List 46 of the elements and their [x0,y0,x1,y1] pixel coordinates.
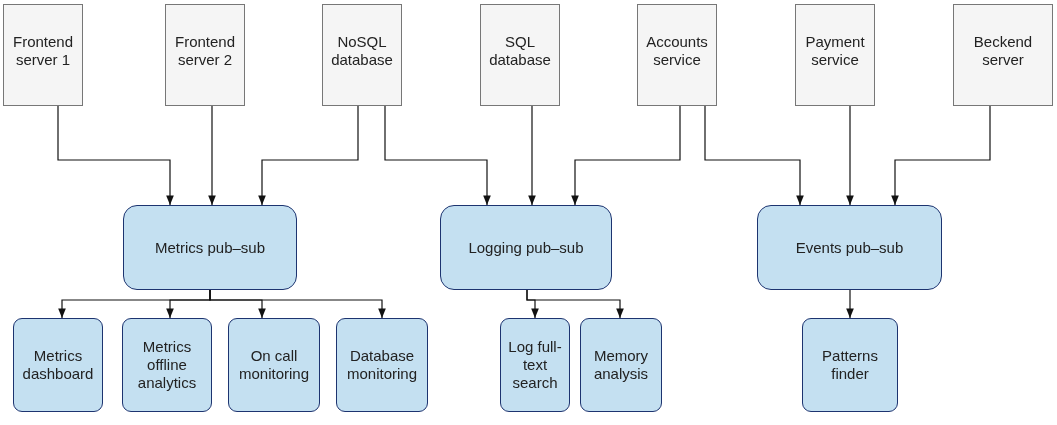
arrow [208,105,216,206]
consumer-box [122,318,212,412]
pub-sub-box [123,205,297,290]
source-box [953,4,1053,106]
node-label: Patterns finder [821,347,879,383]
arrow [846,105,854,206]
node-label: Accounts service [645,33,709,69]
source-box [480,4,560,106]
node-label: Metrics dashboard [21,347,95,383]
pub-sub-box [757,205,942,290]
source-box [165,4,245,106]
source-box [322,4,402,106]
arrow [891,105,991,206]
consumer-box [336,318,428,412]
consumer-box [13,318,103,412]
node-label: Frontend server 1 [11,33,74,69]
arrow [57,105,174,206]
node-label: Frontend server 2 [173,33,236,69]
consumer-box [228,318,320,412]
arrow [258,105,359,206]
node-label: Logging pub–sub [468,238,584,257]
consumer-box [500,318,570,412]
node-label: On call monitoring [237,347,310,383]
arrow [526,289,624,319]
node-label: Payment service [804,33,866,69]
source-box [637,4,717,106]
arrow [209,289,386,319]
source-box [795,4,875,106]
arrow [528,105,536,206]
arrow [384,105,491,206]
source-box [3,4,83,106]
node-label: SQL database [488,33,552,69]
pub-sub-box [440,205,612,290]
node-label: Log full-text search [507,338,563,392]
node-label: Memory analysis [592,347,650,383]
consumer-box [802,318,898,412]
node-label: Database monitoring [345,347,418,383]
arrow [571,105,681,206]
node-label: Metrics pub–sub [154,238,266,257]
node-label: Beckend server [972,33,1034,69]
arrow [846,289,854,319]
consumer-box [580,318,662,412]
node-label: Events pub–sub [795,238,904,257]
node-label: Metrics offline analytics [136,338,198,392]
node-label: NoSQL database [330,33,394,69]
arrow [704,105,804,206]
